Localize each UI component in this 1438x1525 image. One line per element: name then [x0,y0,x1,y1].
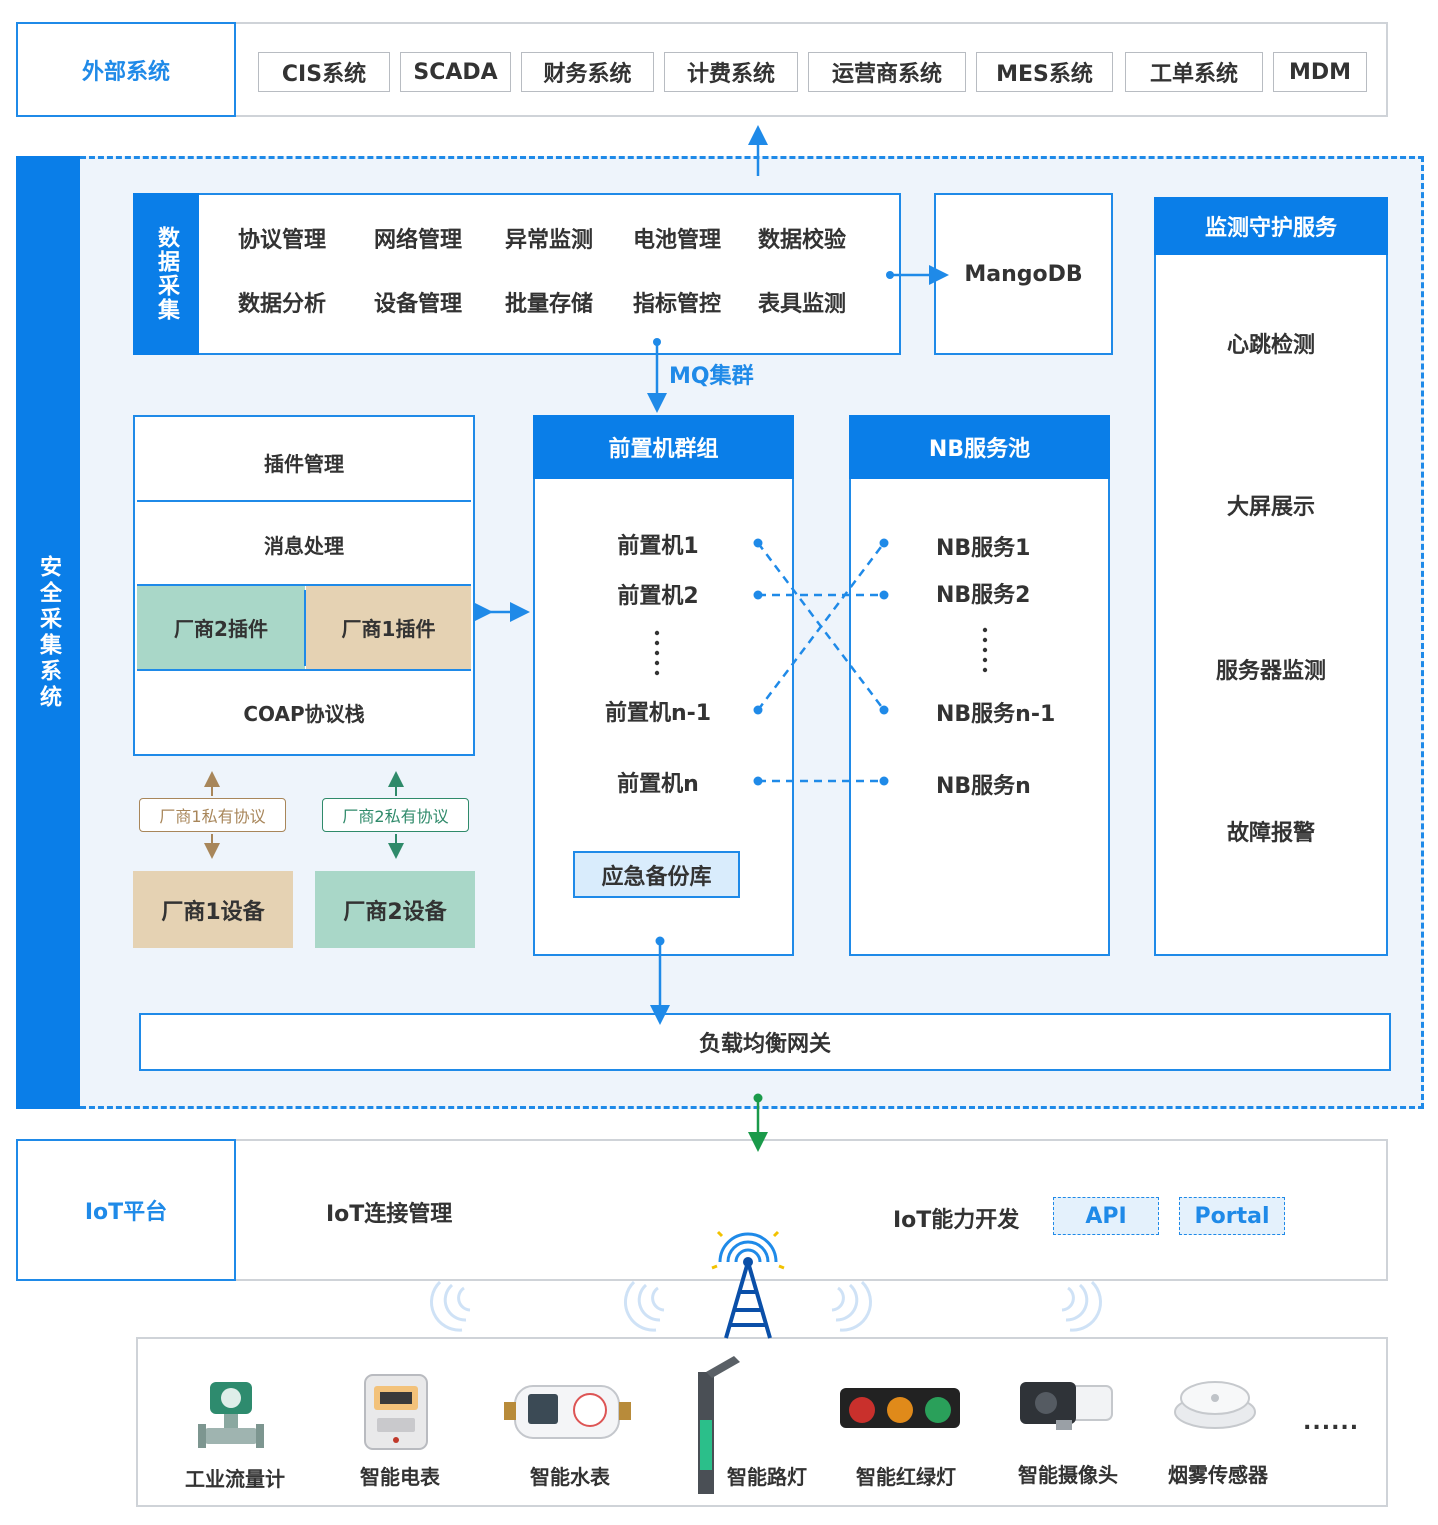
monitor-service-title: 监测守护服务 [1154,197,1388,255]
system-tag-billing: 计费系统 [664,52,798,92]
nb-pool-title: NB服务池 [849,415,1110,479]
system-tag-mdm: MDM [1273,52,1367,92]
front-machine-n: 前置机n [617,772,699,797]
data-collection-panel [133,193,901,355]
plugin-management: 插件管理 [264,451,344,476]
monitor-server: 服务器监测 [1215,659,1326,684]
dc-item-anomaly: 异常监测 [504,228,593,253]
signal-tower-icon [711,1230,785,1339]
message-processing: 消息处理 [264,533,344,558]
vendor2-plugin: 厂商2插件 [137,586,305,669]
link-dots [753,538,889,786]
front-machine-2: 前置机2 [617,584,699,609]
vendor1-device: 厂商1设备 [133,871,293,948]
system-tag-scada: SCADA [400,52,511,92]
system-tag-workorder: 工单系统 [1125,52,1263,92]
dc-item-metric: 指标管控 [632,292,721,317]
monitor-alarm: 故障报警 [1226,821,1315,846]
system-tag-cis: CIS系统 [258,52,390,92]
dc-item-meter: 表具监测 [757,292,846,317]
traffic-light-icon [840,1388,960,1428]
mq-cluster-label: MQ集群 [669,364,754,389]
device-label-traffic-light: 智能红绿灯 [856,1464,956,1489]
flowmeter-icon [198,1382,264,1448]
system-tag-carrier: 运营商系统 [808,52,966,92]
plugin-divider-1 [137,500,471,502]
nb-service-n: NB服务n [936,774,1031,799]
dc-item-battery: 电池管理 [632,228,721,253]
iot-connection-mgmt: IoT连接管理 [326,1202,453,1227]
front-machine-n-1: 前置机n-1 [604,701,712,726]
device-label-electric-meter: 智能电表 [360,1464,440,1489]
monitor-service-panel [1154,197,1388,956]
external-systems-panel [16,22,1388,117]
nb-ellipsis [982,627,988,673]
portal-tag[interactable]: Portal [1179,1197,1285,1235]
vendor1-plugin: 厂商1插件 [306,586,471,669]
plugin-divider-3 [137,669,471,671]
monitor-heartbeat: 心跳检测 [1226,333,1315,358]
front-group-title: 前置机群组 [533,415,794,479]
device-label-streetlight: 智能路灯 [727,1464,807,1489]
security-system-side-label: 安全采集系统 [16,156,80,1109]
dc-item-batch: 批量存储 [504,292,593,317]
nb-service-1: NB服务1 [936,536,1031,561]
streetlight-icon [698,1356,740,1494]
vendor2-device: 厂商2设备 [315,871,475,948]
coap-stack: COAP协议栈 [243,701,365,726]
vendor2-protocol-tag: 厂商2私有协议 [322,798,469,832]
dc-item-validation: 数据校验 [757,228,846,253]
dc-item-device: 设备管理 [373,292,462,317]
plugin-divider-2 [137,584,471,586]
system-tag-finance: 财务系统 [521,52,654,92]
dc-item-network: 网络管理 [373,228,462,253]
emergency-backup-db: 应急备份库 [573,851,740,898]
camera-icon [1020,1382,1113,1430]
front-nb-links [757,542,885,783]
load-balancer-gateway: 负载均衡网关 [139,1013,1391,1071]
mangodb-box: MangoDB [934,193,1113,355]
nb-pool-panel [849,415,1110,956]
dc-item-analysis: 数据分析 [237,292,326,317]
wireless-wave-icons [429,1280,1103,1332]
iot-platform-title: IoT平台 [16,1139,236,1281]
front-ellipsis [654,630,660,676]
api-tag[interactable]: API [1053,1197,1159,1235]
data-collection-label: 数据采集 [133,193,199,355]
device-label-camera: 智能摄像头 [1018,1462,1118,1487]
iot-platform-panel [16,1139,1388,1281]
system-tag-mes: MES系统 [976,52,1113,92]
monitor-screen: 大屏展示 [1226,495,1315,520]
front-machine-1: 前置机1 [617,534,699,559]
dc-item-protocol: 协议管理 [237,228,326,253]
external-systems-title: 外部系统 [16,22,236,117]
nb-service-n-1: NB服务n-1 [936,702,1056,727]
devices-panel [136,1337,1388,1507]
device-label-flowmeter: 工业流量计 [185,1466,285,1491]
plugin-divider-v [304,590,306,666]
iot-capability-dev: IoT能力开发 [893,1208,1020,1233]
nb-service-2: NB服务2 [936,583,1031,608]
vendor1-protocol-tag: 厂商1私有协议 [139,798,286,832]
device-label-smoke-sensor: 烟雾传感器 [1168,1462,1268,1487]
electric-meter-icon [364,1374,428,1450]
smoke-sensor-icon [1174,1381,1256,1429]
water-meter-icon [504,1385,631,1439]
devices-more: ...... [1303,1410,1360,1435]
device-label-water-meter: 智能水表 [530,1464,610,1489]
